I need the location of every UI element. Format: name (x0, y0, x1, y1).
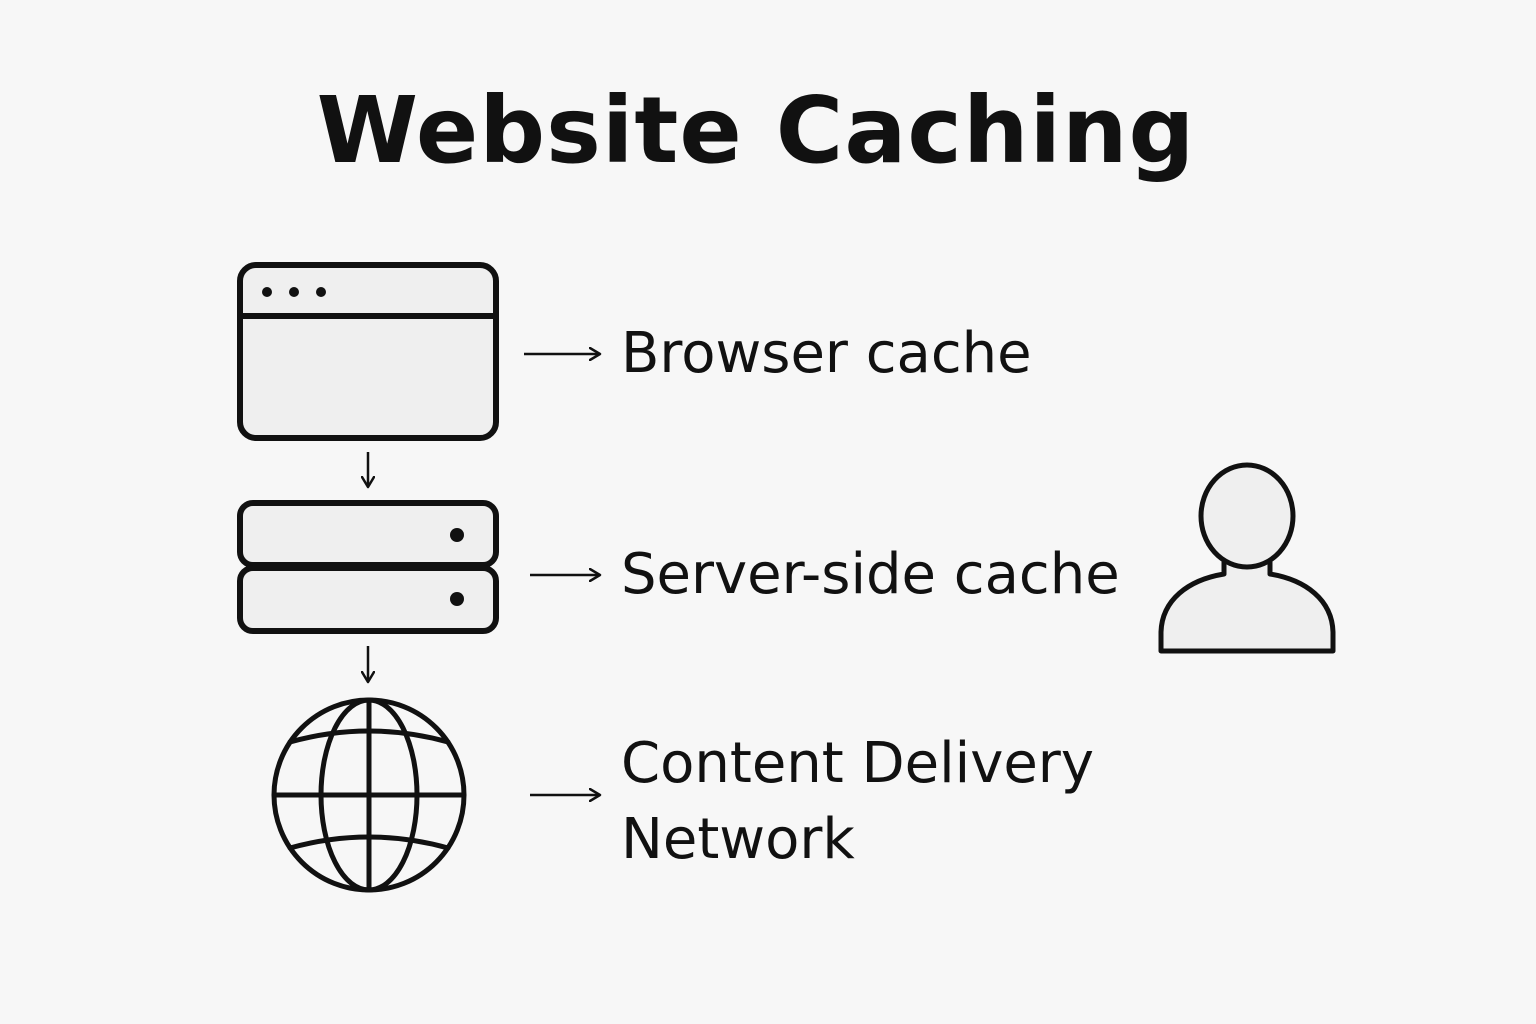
page-title: Website Caching (316, 77, 1196, 184)
cdn-label-line1: Content Delivery (621, 731, 1094, 796)
server-stack-icon (237, 500, 499, 634)
globe-icon (271, 697, 467, 893)
user-silhouette-icon (1158, 462, 1336, 654)
browser-window-icon (237, 262, 499, 441)
cdn-label: Content Delivery Network (621, 726, 1141, 878)
cdn-label-line2: Network (621, 807, 855, 872)
server-side-cache-label: Server-side cache (621, 542, 1120, 607)
browser-cache-label: Browser cache (621, 321, 1032, 386)
